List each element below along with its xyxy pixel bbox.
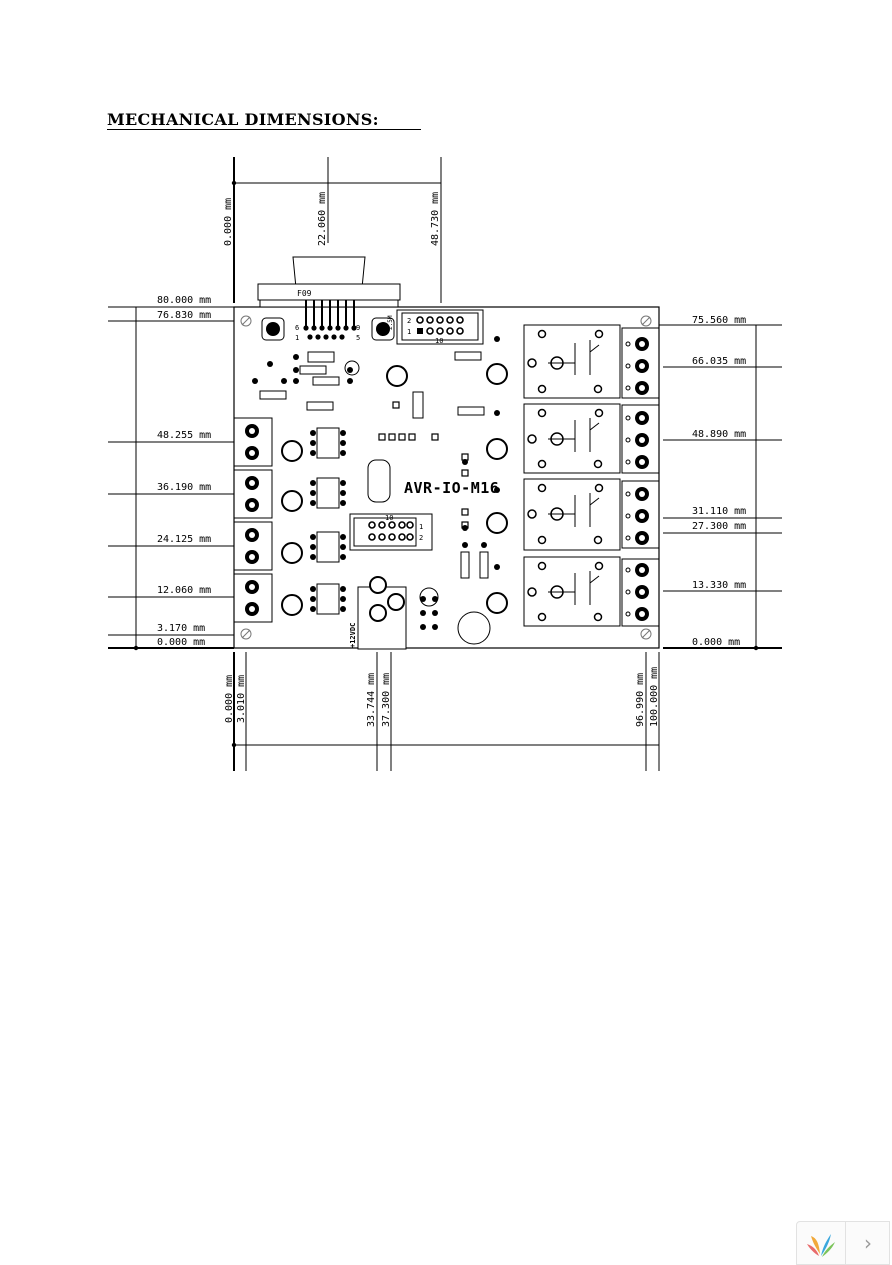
dim-left-2: 48.255 mm <box>157 430 211 441</box>
relay-block <box>523 324 660 627</box>
header-top-pin10: 10 <box>435 337 443 345</box>
next-page-button[interactable]: › <box>845 1222 890 1264</box>
page-heading: MECHANICAL DIMENSIONS: <box>107 110 421 130</box>
db9-pin-6: 6 <box>295 324 299 332</box>
round-components <box>281 360 508 645</box>
header-mid-pin10: 10 <box>385 514 393 522</box>
header-mid: 1 2 10 <box>349 513 433 551</box>
dim-right-2: 48.890 mm <box>692 429 746 440</box>
db9-connector: F09 6 1 9 5 <box>257 256 401 342</box>
dim-top-0: 0.000 mm <box>223 198 234 246</box>
dim-left-7: 0.000 mm <box>157 637 205 648</box>
dim-left-5: 12.060 mm <box>157 585 211 596</box>
pads-square <box>378 401 469 529</box>
dim-bottom-3: 37.300 mm <box>381 673 392 727</box>
header-mid-row2: 2 <box>419 534 423 542</box>
header-top-side: 2.5M <box>387 315 394 330</box>
dim-left-1: 76.830 mm <box>157 310 211 321</box>
mounting-holes <box>240 315 652 640</box>
dim-left-3: 36.190 mm <box>157 482 211 493</box>
dim-top-2: 48.730 mm <box>430 192 441 246</box>
dim-right-0: 75.560 mm <box>692 315 746 326</box>
db9-pin-9: 9 <box>356 324 360 332</box>
dim-right-6: 0.000 mm <box>692 637 740 648</box>
dimension-lines <box>108 157 782 771</box>
dim-right-4: 27.300 mm <box>692 521 746 532</box>
input-terminals <box>233 417 273 623</box>
power-jack: +12VDC <box>349 576 407 650</box>
dim-right-1: 66.035 mm <box>692 356 746 367</box>
header-top: 2 1 10 2.5M <box>387 309 484 345</box>
db9-pin-1: 1 <box>295 334 299 342</box>
dim-left-6: 3.170 mm <box>157 623 205 634</box>
dim-bottom-1: 3.010 mm <box>236 675 247 723</box>
dim-right-3: 31.110 mm <box>692 506 746 517</box>
dim-bottom-5: 100.000 mm <box>649 667 660 727</box>
db9-pin-5: 5 <box>356 334 360 342</box>
viewer-logo-icon <box>807 1234 835 1257</box>
ic-packages <box>259 351 489 615</box>
ic-pins <box>252 336 500 630</box>
header-mid-row1: 1 <box>419 523 423 531</box>
db9-label: F09 <box>297 289 312 298</box>
board-name: AVR-IO-M16 <box>404 479 499 497</box>
header-top-row2: 2 <box>407 317 411 325</box>
dimension-dots <box>133 180 759 748</box>
dim-top-1: 22.060 mm <box>317 192 328 246</box>
dim-bottom-0: 0.000 mm <box>224 675 235 723</box>
dim-bottom-2: 33.744 mm <box>366 673 377 727</box>
pcb-board: F09 6 1 9 5 <box>233 256 660 650</box>
viewer-nav-widget: › <box>796 1221 890 1265</box>
power-label: +12VDC <box>349 623 357 648</box>
dim-right-5: 13.330 mm <box>692 580 746 591</box>
relay-details <box>527 329 649 622</box>
dim-left-0: 80.000 mm <box>157 295 211 306</box>
dim-bottom-4: 96.990 mm <box>635 673 646 727</box>
dim-left-4: 24.125 mm <box>157 534 211 545</box>
header-top-row1: 1 <box>407 328 411 336</box>
